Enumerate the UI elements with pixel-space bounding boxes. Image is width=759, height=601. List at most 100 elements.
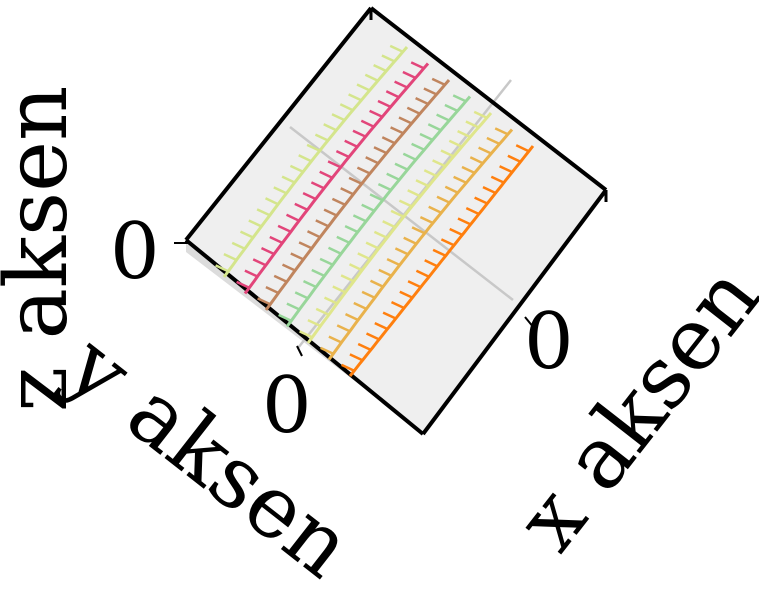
surface-rib [361,203,375,212]
surface-rib [440,238,455,247]
surface-band-5 [264,79,451,311]
surface-rib [264,197,279,206]
surface-rib [377,182,392,192]
surface-rib [419,215,434,225]
surface-rib [286,302,301,311]
surface-rib [415,269,430,278]
surface-rib [314,133,329,142]
surface-rib [415,179,430,188]
surface-rib [340,187,354,196]
surface-rib [281,175,296,184]
surface-rib [335,149,350,159]
surface-rib [377,99,392,109]
surface-rib [257,297,271,306]
surface-rib [431,77,446,86]
surface-rib [490,175,505,184]
surface-rib [349,353,364,362]
x-tick-mark [524,316,535,329]
y-tick-mark [296,345,303,357]
surface-rib [336,235,350,244]
grid-line-1 [289,126,514,301]
surface-rib [365,332,380,341]
tick-marks [174,242,535,357]
surface-rib [407,189,421,198]
surface-rib [357,252,371,261]
surface-rib [353,301,367,311]
surface-rib [328,335,343,344]
surface-rib [239,230,254,239]
surface-rib [390,126,404,135]
surface-rib [294,291,309,300]
surface-rib [311,268,325,278]
surface-rib [352,129,367,138]
surface-rib [423,87,438,96]
surface-rib [403,236,417,245]
surface-rib [361,290,376,299]
surface-rib [424,259,438,268]
surface-rib [348,176,363,185]
surface-band-2 [327,128,514,361]
surface-rib [231,241,246,250]
surface-rib [402,70,417,80]
surface-rib [256,208,271,217]
surface-rib [394,162,409,171]
surface-rib [482,185,497,195]
box-edge-top-right [369,6,608,192]
surface-rib [339,103,354,112]
surface-rib [364,73,379,82]
surface-rib [411,226,426,235]
surface-rib [248,219,262,228]
surface-rib [277,224,292,233]
surface-rib [306,230,321,239]
surface-rib [302,279,317,289]
surface-rib [323,296,338,305]
surface-rib [461,165,476,175]
surface-rib [331,197,346,206]
surface-rib [390,300,405,310]
surface-rib [390,209,405,218]
surface-band-6 [243,62,430,295]
surface-rib [356,83,371,92]
surface-rib [381,136,396,145]
surface-rib [336,324,351,333]
surface-rib [223,252,238,262]
surface-rib [341,363,355,372]
surface-rib [369,279,384,288]
surface-rib [427,123,442,132]
surface-wireframe [215,44,535,377]
surface-rib [411,142,425,151]
x-tick-label: 0 [524,297,574,387]
surface-rib [378,268,392,277]
surface-rib [374,321,388,331]
surface-rib [423,169,438,178]
surface-rib [298,241,313,250]
x-axis-title: x aksen [498,248,759,569]
surface-rib [265,285,280,295]
surface-rib [515,144,530,153]
surface-rib [348,93,362,102]
y-tick-label: 0 [262,361,312,451]
surface-rib [385,90,400,99]
surface-rib [344,224,359,234]
surface-rib [478,146,492,155]
surface-rib [315,307,330,316]
surface-rib [432,248,447,257]
surface-rib [285,213,300,222]
surface-rib [290,252,304,261]
surface-rib [499,165,513,174]
surface-rib [457,129,471,139]
surface-rib [357,342,372,352]
surface-rib [323,123,337,132]
surface-rib [281,263,296,272]
surface-rib [299,330,313,339]
surface-rib [244,269,259,278]
surface-band-4 [285,95,472,328]
surface-rib [365,156,379,165]
surface-rib [215,264,229,273]
surface-rib [340,274,355,283]
box-edge-top-left [184,6,373,242]
surface-rib [373,146,388,155]
surface-rib [382,311,397,320]
surface-rib [410,61,425,70]
surface-rib [352,214,367,223]
